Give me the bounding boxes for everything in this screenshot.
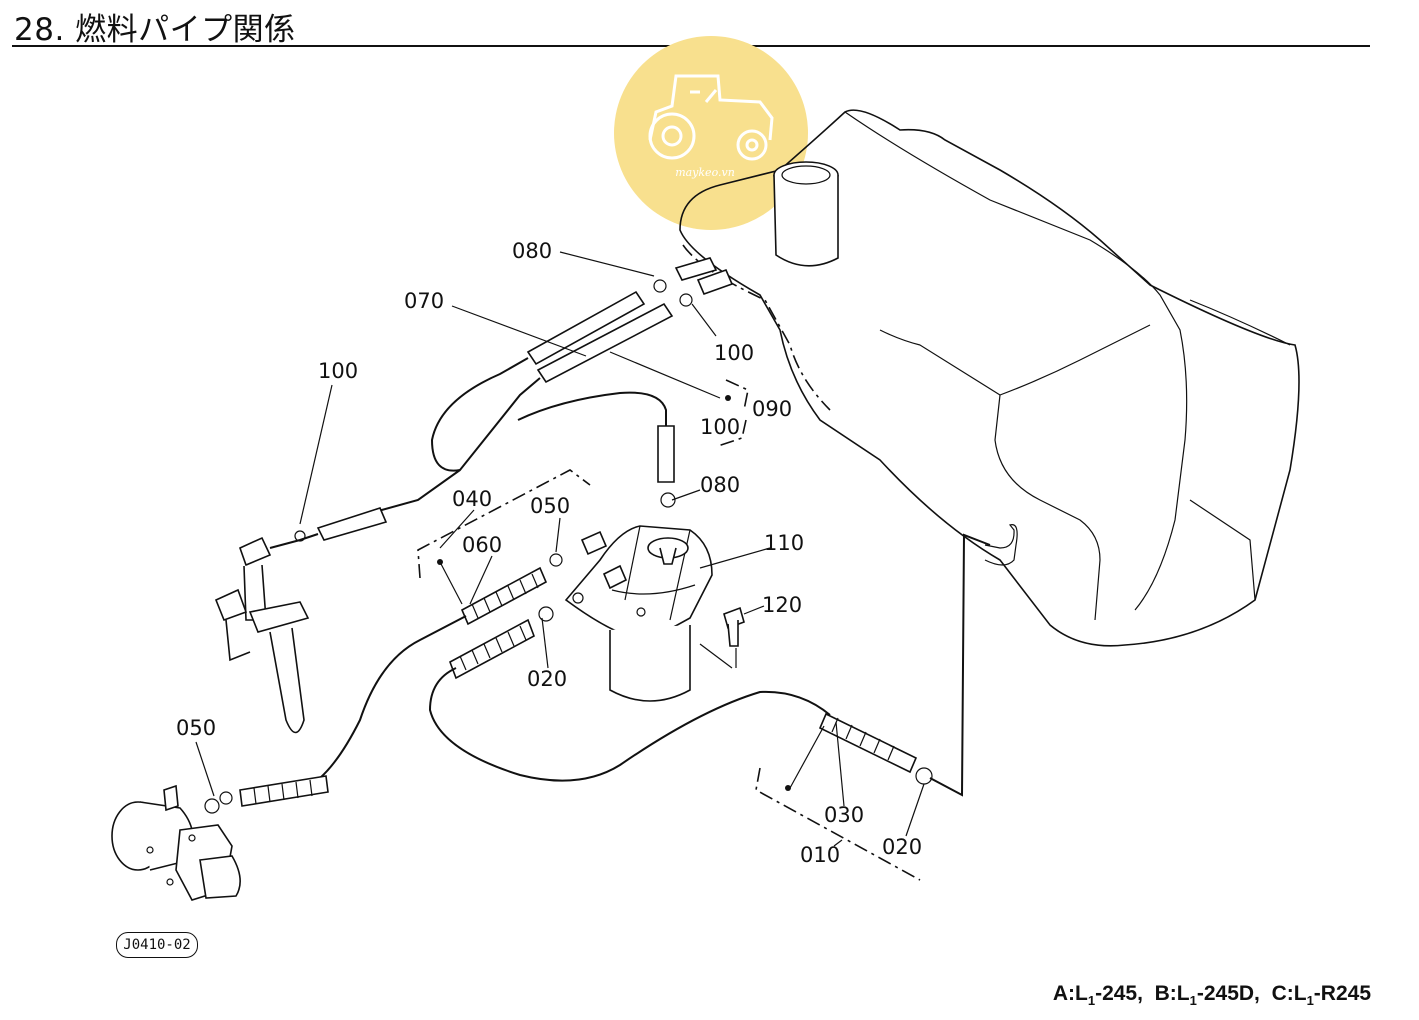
model-a-suffix: -245, [1095, 982, 1143, 1005]
label-030: 030 [824, 803, 864, 827]
label-120: 120 [762, 593, 802, 617]
drawing-code: J0410-02 [116, 932, 198, 958]
fuel-hoses [204, 279, 991, 814]
model-applicability: A:L1-245, B:L1-245D, C:L1-R245 [1053, 982, 1371, 1008]
label-110: 110 [764, 531, 804, 555]
label-010: 010 [800, 843, 840, 867]
watermark-logo: maykeo.vn [614, 36, 808, 230]
label-040: 040 [452, 487, 492, 511]
label-070: 070 [404, 289, 444, 313]
bolt-120 [699, 606, 745, 669]
group-brackets [417, 379, 921, 881]
model-b-sub: 1 [1189, 993, 1197, 1009]
leader-lines [195, 251, 925, 847]
watermark-text: maykeo.vn [675, 166, 735, 179]
fuel-filter [564, 525, 713, 702]
label-080-mid: 080 [700, 473, 740, 497]
fuel-tank [674, 109, 1300, 647]
label-100-top-right: 100 [714, 341, 754, 365]
label-020-mid: 020 [527, 667, 567, 691]
page-title: 28. 燃料パイプ関係 [14, 12, 296, 48]
model-c-suffix: -R245 [1313, 982, 1371, 1005]
label-100-mid: 100 [700, 415, 740, 439]
model-b-suffix: -245D, [1196, 982, 1260, 1005]
label-100-left: 100 [318, 359, 358, 383]
fuel-feed-pump [111, 784, 241, 901]
label-020-right: 020 [882, 835, 922, 859]
part-labels: 080 070 100 100 090 100 040 080 050 060 … [176, 239, 922, 867]
label-080-top: 080 [512, 239, 552, 263]
label-090: 090 [752, 397, 792, 421]
label-060: 060 [462, 533, 502, 557]
model-a-sub: 1 [1087, 993, 1096, 1009]
model-b-prefix: B:L [1154, 982, 1190, 1005]
model-c-sub: 1 [1306, 993, 1314, 1009]
model-c-prefix: C:L [1271, 982, 1307, 1005]
label-050-left: 050 [176, 716, 216, 740]
label-050-mid: 050 [530, 494, 570, 518]
model-a-prefix: A:L [1052, 982, 1088, 1005]
injection-nozzle [214, 536, 310, 734]
